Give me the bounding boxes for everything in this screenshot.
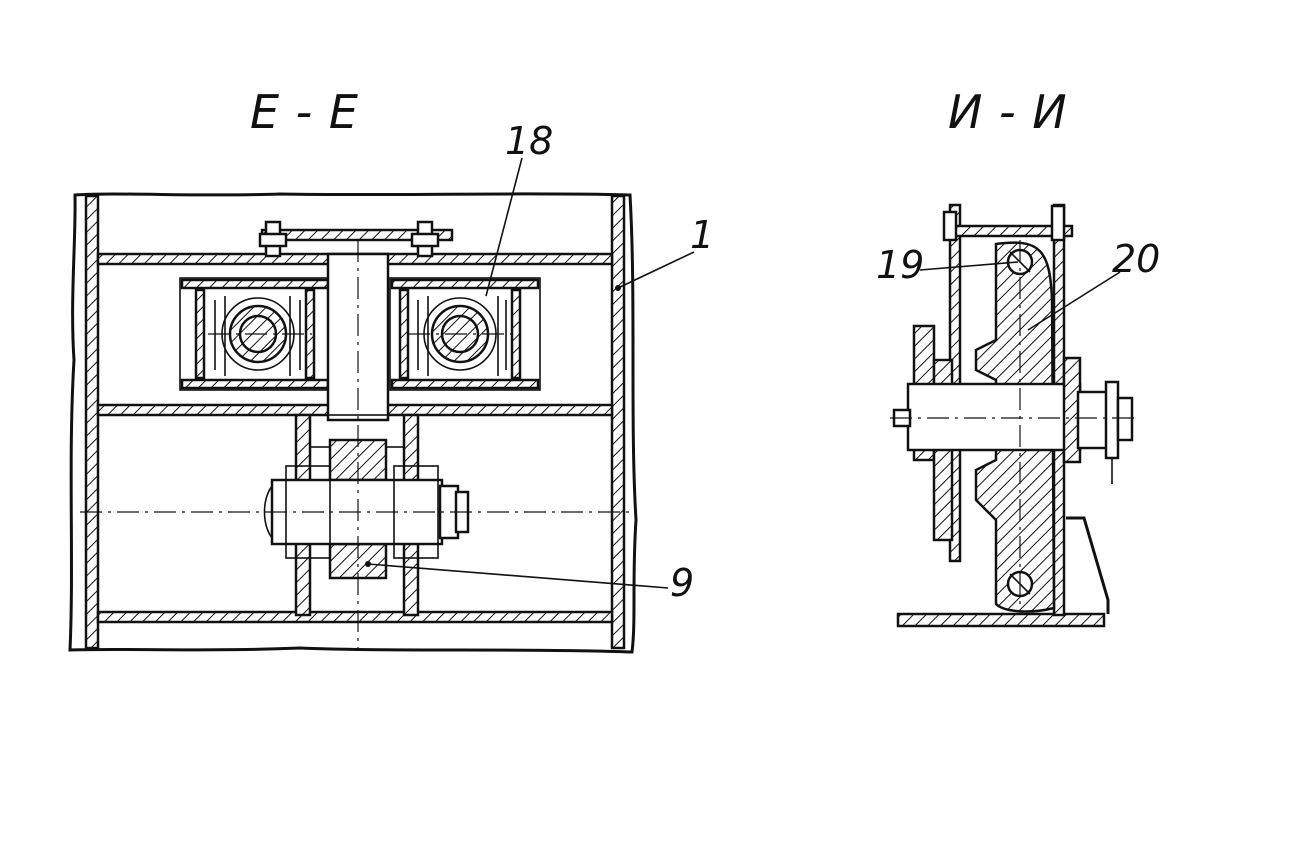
- leader-19: [919, 261, 1019, 271]
- nut-left: [258, 232, 288, 248]
- base-plate: [896, 612, 1106, 628]
- outer-frame-outline: [68, 192, 638, 654]
- bottom-plate: [96, 610, 614, 624]
- left-wall: [84, 194, 100, 650]
- right-wall: [610, 194, 626, 650]
- leader-20: [1027, 271, 1121, 331]
- leader-1-dot: [615, 285, 621, 291]
- callout-1: 1: [690, 213, 714, 257]
- callout-18: 18: [505, 119, 553, 163]
- leader-9-dot: [365, 561, 371, 567]
- leader-1: [617, 251, 695, 289]
- washer: [1104, 380, 1120, 460]
- section-title-e-e: Е - Е: [250, 85, 359, 139]
- section-title-i-i: И - И: [948, 85, 1068, 139]
- bolt-end: [1116, 396, 1134, 442]
- callout-20: 20: [1112, 237, 1160, 281]
- support-bracket: [1066, 516, 1110, 614]
- section-view-e-e: Е - Е: [68, 85, 714, 654]
- leader-9: [367, 563, 669, 589]
- nut-right: [410, 232, 440, 248]
- top-bolt-right: [1050, 204, 1066, 242]
- section-view-i-i: И - И 19 20: [876, 85, 1160, 628]
- top-bolt-left: [942, 210, 958, 242]
- shaft: [906, 382, 1082, 452]
- callout-19: 19: [876, 243, 924, 287]
- nut: [1076, 390, 1110, 450]
- callout-9: 9: [670, 561, 694, 605]
- leader-18: [485, 157, 523, 297]
